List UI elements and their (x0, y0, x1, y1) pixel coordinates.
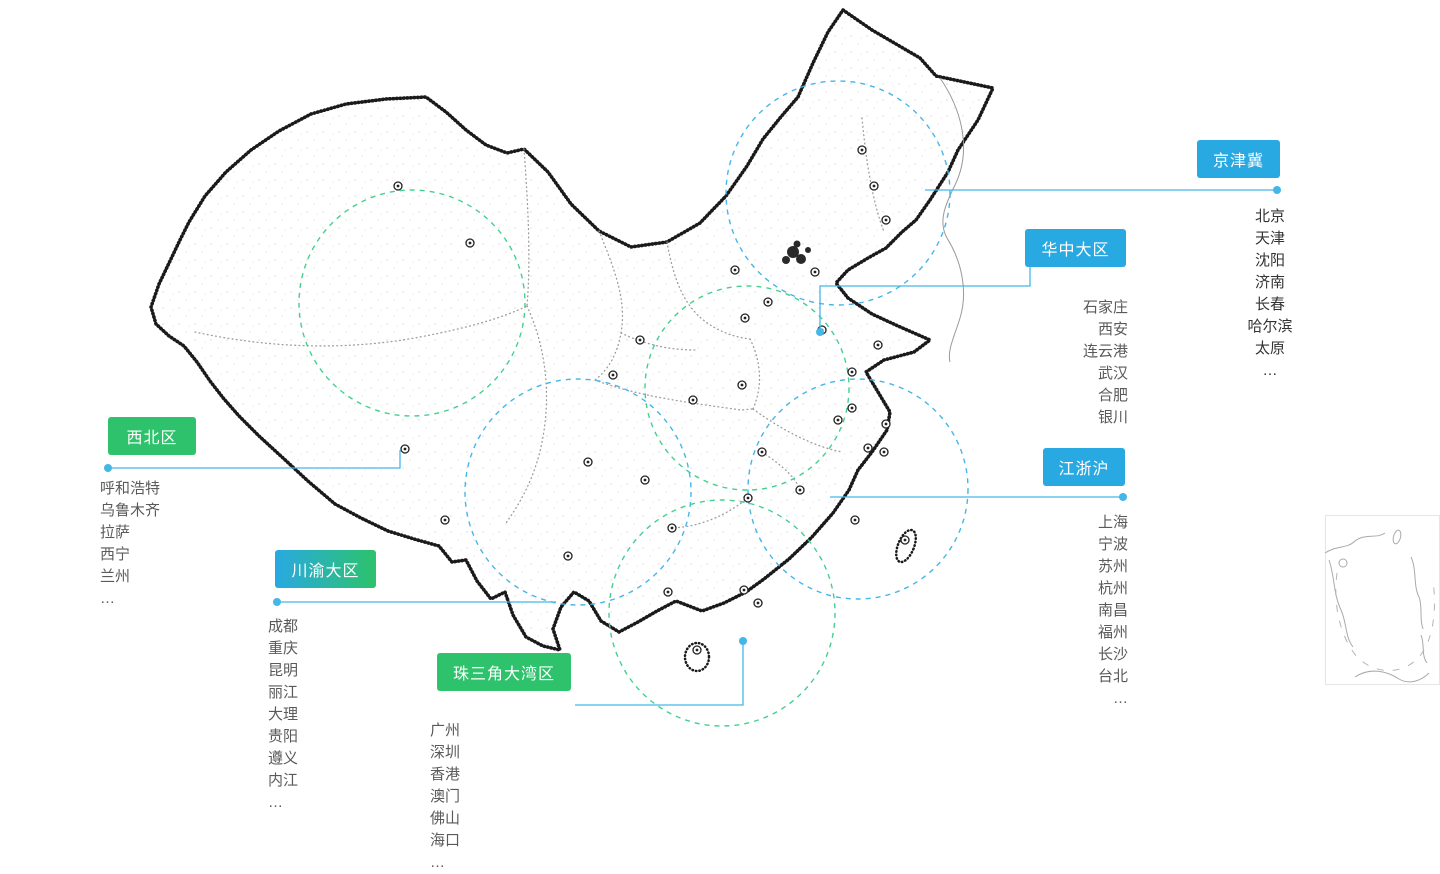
city-item: 成都 (268, 618, 299, 635)
circle-xibei (298, 189, 526, 417)
connector-jiangzhehu (830, 493, 1127, 501)
city-item: 台北 (1097, 668, 1128, 685)
city-list-jiangzhehu: 上海 宁波 苏州 杭州 南昌 福州 长沙 台北 … (1040, 512, 1128, 710)
city-item: 昆明 (268, 662, 299, 679)
inset-borneo (1354, 670, 1430, 683)
city-item: 宁波 (1097, 536, 1128, 553)
city-item: 拉萨 (100, 524, 131, 541)
city-list-huazhong: 石家庄 西安 连云港 武汉 合肥 银川 (1028, 297, 1128, 429)
inset-hainan (1338, 558, 1348, 568)
city-item: 澳门 (430, 788, 461, 805)
city-item: 武汉 (1097, 365, 1128, 382)
connector-dot (273, 598, 281, 606)
city-item: 香港 (430, 766, 461, 783)
china-outline (149, 8, 995, 652)
city-item: … (268, 794, 283, 811)
circle-huazhong (644, 285, 850, 491)
region-label-zhusanjiao[interactable]: 珠三角大湾区 (437, 653, 571, 691)
nine-dash-line (1335, 572, 1435, 671)
city-item: 石家庄 (1082, 299, 1128, 316)
city-item: 内江 (268, 772, 299, 789)
circle-jiangzhehu (747, 378, 969, 600)
city-item: 哈尔滨 (1247, 318, 1293, 335)
city-item: 上海 (1097, 514, 1128, 531)
inset-taiwan (1392, 529, 1402, 545)
korea-coastline (939, 77, 965, 363)
connector-dot (1273, 186, 1281, 194)
city-item: 兰州 (100, 568, 131, 585)
inset-coastline (1324, 532, 1386, 554)
region-label-jiangzhehu[interactable]: 江浙沪 (1043, 448, 1125, 486)
connector-dot (816, 328, 824, 336)
city-item: 合肥 (1097, 387, 1128, 404)
connector-zhusanjiao (575, 637, 747, 706)
city-item: … (430, 854, 445, 871)
inset-philippines-south (1420, 634, 1428, 664)
city-item: 丽江 (268, 684, 299, 701)
city-item: 银川 (1097, 409, 1128, 426)
region-label-huazhong[interactable]: 华中大区 (1025, 229, 1126, 267)
region-label-chuanyu[interactable]: 川渝大区 (275, 550, 376, 588)
city-item: 广州 (430, 722, 461, 739)
city-item: 福州 (1097, 624, 1128, 641)
connectors (104, 186, 1281, 706)
city-item: 呼和浩特 (100, 480, 161, 497)
city-item: 佛山 (430, 810, 461, 827)
hainan-island (683, 641, 711, 673)
connector-chuanyu (273, 598, 556, 606)
city-item: … (1262, 362, 1278, 379)
circle-zhusanjiao (608, 499, 836, 727)
region-circles (298, 80, 969, 727)
city-item: 贵阳 (268, 728, 299, 745)
taiwan-island (894, 528, 918, 564)
city-item: 天津 (1254, 230, 1285, 247)
inset-philippines (1410, 556, 1424, 630)
city-item: 杭州 (1097, 580, 1128, 597)
city-list-xibei: 呼和浩特 乌鲁木齐 拉萨 西宁 兰州 … (100, 478, 230, 610)
city-item: 太原 (1254, 340, 1285, 357)
city-item: 长春 (1254, 296, 1285, 313)
city-item: 沈阳 (1254, 252, 1285, 269)
city-item: 大理 (268, 706, 299, 723)
city-item: 济南 (1254, 274, 1285, 291)
circle-chuanyu (464, 378, 692, 606)
city-list-chuanyu: 成都 重庆 昆明 丽江 大理 贵阳 遵义 内江 … (268, 616, 378, 814)
city-item: 乌鲁木齐 (100, 502, 161, 519)
connector-dot (104, 464, 112, 472)
inset-vietnam-coast (1328, 559, 1354, 648)
circle-jingjinji (725, 80, 951, 306)
city-item: 西宁 (100, 546, 131, 563)
city-item: 连云港 (1082, 343, 1128, 360)
south-china-sea-inset (1324, 515, 1440, 685)
city-item: 南昌 (1097, 602, 1128, 619)
connector-huazhong (816, 267, 1031, 336)
beijing-cluster (782, 240, 811, 264)
city-item: 苏州 (1097, 558, 1128, 575)
city-item: 西安 (1097, 321, 1128, 338)
region-label-xibei[interactable]: 西北区 (108, 417, 196, 455)
city-item: 遵义 (268, 750, 299, 767)
city-item: 深圳 (430, 744, 461, 761)
connector-jingjinji (925, 186, 1281, 194)
region-label-jingjinji[interactable]: 京津冀 (1197, 140, 1280, 178)
city-item: … (1113, 690, 1128, 707)
city-list-jingjinji: 北京 天津 沈阳 济南 长春 哈尔滨 太原 … (1205, 206, 1335, 382)
city-list-zhusanjiao: 广州 深圳 香港 澳门 佛山 海口 … (430, 720, 540, 874)
city-item: … (100, 590, 115, 607)
city-item: 海口 (430, 832, 461, 849)
connector-dot (739, 637, 747, 645)
connector-dot (1119, 493, 1127, 501)
connector-xibei (104, 450, 401, 472)
city-item: 长沙 (1097, 646, 1128, 663)
city-item: 北京 (1254, 208, 1285, 225)
city-item: 重庆 (268, 640, 299, 657)
